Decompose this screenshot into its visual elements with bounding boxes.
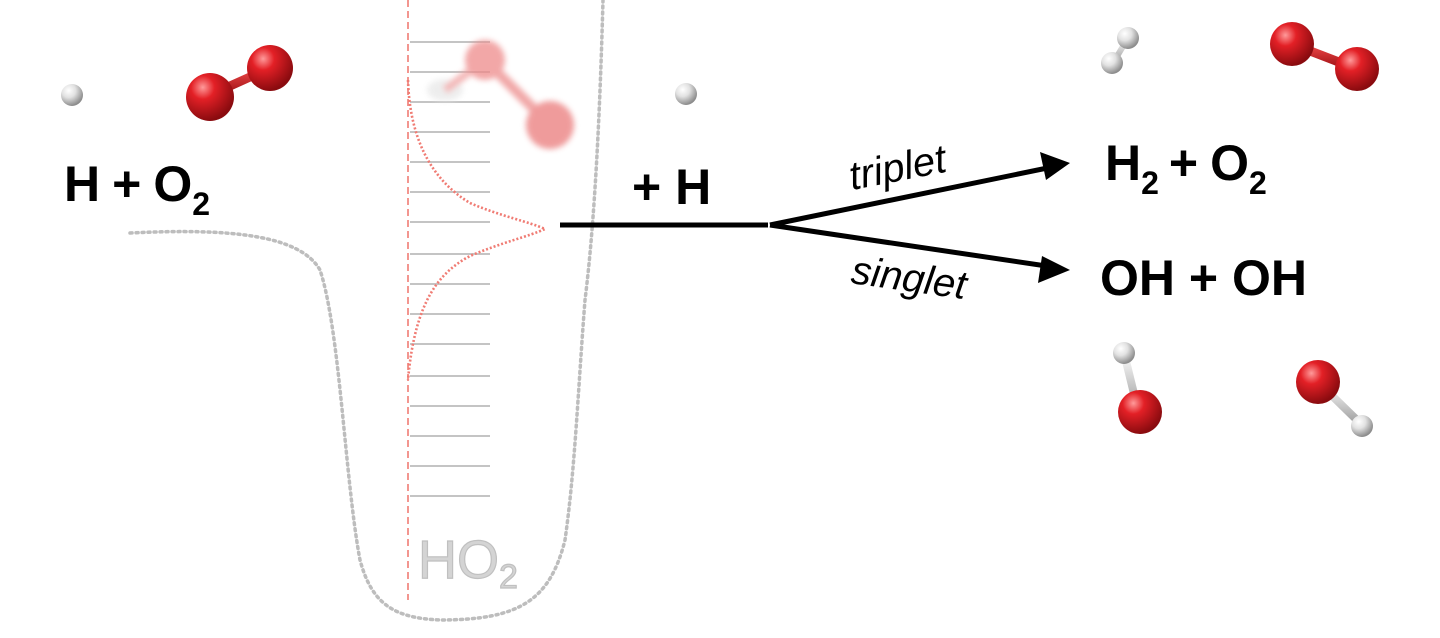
wavefunction-peak xyxy=(406,79,549,381)
oh-molecule-icon xyxy=(1113,342,1162,434)
o2-molecule-icon xyxy=(186,45,293,121)
added-h-label: + H xyxy=(632,159,711,215)
h-atom-icon xyxy=(61,84,83,106)
triplet-arrow xyxy=(769,161,1064,228)
potential-curve-right xyxy=(438,0,605,622)
vibrational-levels xyxy=(410,41,490,497)
reactants-label: H+O2 xyxy=(64,156,210,222)
products-triplet-label: H2+O2 xyxy=(1105,135,1267,201)
products-singlet-label: OH + OH xyxy=(1100,250,1307,306)
singlet-arrow-head xyxy=(1038,256,1070,283)
ho2-label: HO2 xyxy=(418,530,518,596)
h-atom-icon xyxy=(675,83,697,105)
singlet-label: singlet xyxy=(849,248,971,308)
o2-molecule-icon xyxy=(1270,22,1379,91)
h2-molecule-icon xyxy=(1101,27,1139,74)
ho2-molecule-icon xyxy=(427,40,574,149)
singlet-arrow xyxy=(769,222,1061,271)
oh-molecule-icon xyxy=(1296,360,1373,437)
triplet-arrow-head xyxy=(1040,152,1070,180)
potential-curve-left xyxy=(128,229,442,622)
